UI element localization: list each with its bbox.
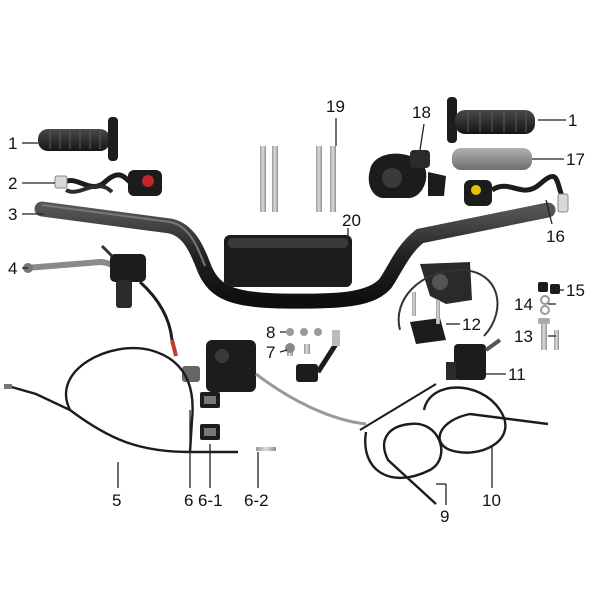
callout-13: 13 [514,327,533,346]
bolt-icon [541,322,547,350]
callout-10: 10 [482,491,501,510]
callout-6-2: 6-2 [244,491,269,510]
callout-6: 6 [184,491,193,510]
caliper-icon [206,340,256,392]
callout-8: 8 [266,323,275,342]
brake-pads [200,392,220,440]
handlebar-pad [224,235,352,287]
callout-2: 2 [8,174,17,193]
callout-5: 5 [112,491,121,510]
lever-icon [23,258,121,271]
left-grip [38,117,118,161]
brake-cable-10 [422,386,549,454]
right-grip [447,97,535,143]
banjo-hardware [285,328,322,356]
callout-15: 15 [566,281,585,300]
callout-16: 16 [546,227,565,246]
throttle-tube [452,148,532,170]
callout-18: 18 [412,103,431,122]
cable-icon [7,384,238,454]
clutch-lever [23,244,178,357]
leader-lines [22,118,566,505]
brake-hose [397,268,499,337]
front-caliper [182,340,367,426]
callout-17: 17 [566,150,585,169]
left-switch-assembly [54,170,162,196]
grip-icon [455,110,535,134]
throttle-housing [368,150,446,198]
callout-1-right: 1 [568,111,577,130]
callout-12: 12 [462,315,481,334]
grip-icon [38,129,110,151]
throttle-cable-9 [364,422,443,505]
callout-14: 14 [514,295,533,314]
pad-pin [256,447,276,451]
clamp-bolts [260,146,336,212]
callout-19: 19 [326,97,345,116]
right-switch-assembly [464,174,569,213]
callout-4: 4 [8,259,17,278]
callout-7: 7 [266,343,275,362]
rear-master-cylinder [446,338,502,380]
bolt-icon [260,146,266,212]
callout-6-1: 6-1 [198,491,223,510]
small-hardware [538,282,560,350]
callout-labels: 1 1 2 3 4 5 6 6-1 6-2 7 8 9 10 11 12 13 … [8,97,585,526]
clutch-cable [4,346,238,454]
callout-9: 9 [440,507,449,526]
callout-3: 3 [8,205,17,224]
brake-hose [255,372,367,426]
callout-11: 11 [508,365,526,384]
callout-1-left: 1 [8,134,17,153]
front-brake-lever [296,330,340,382]
callout-20: 20 [342,211,361,230]
handlebar-icon [34,201,556,309]
brake-bracket [410,262,472,344]
